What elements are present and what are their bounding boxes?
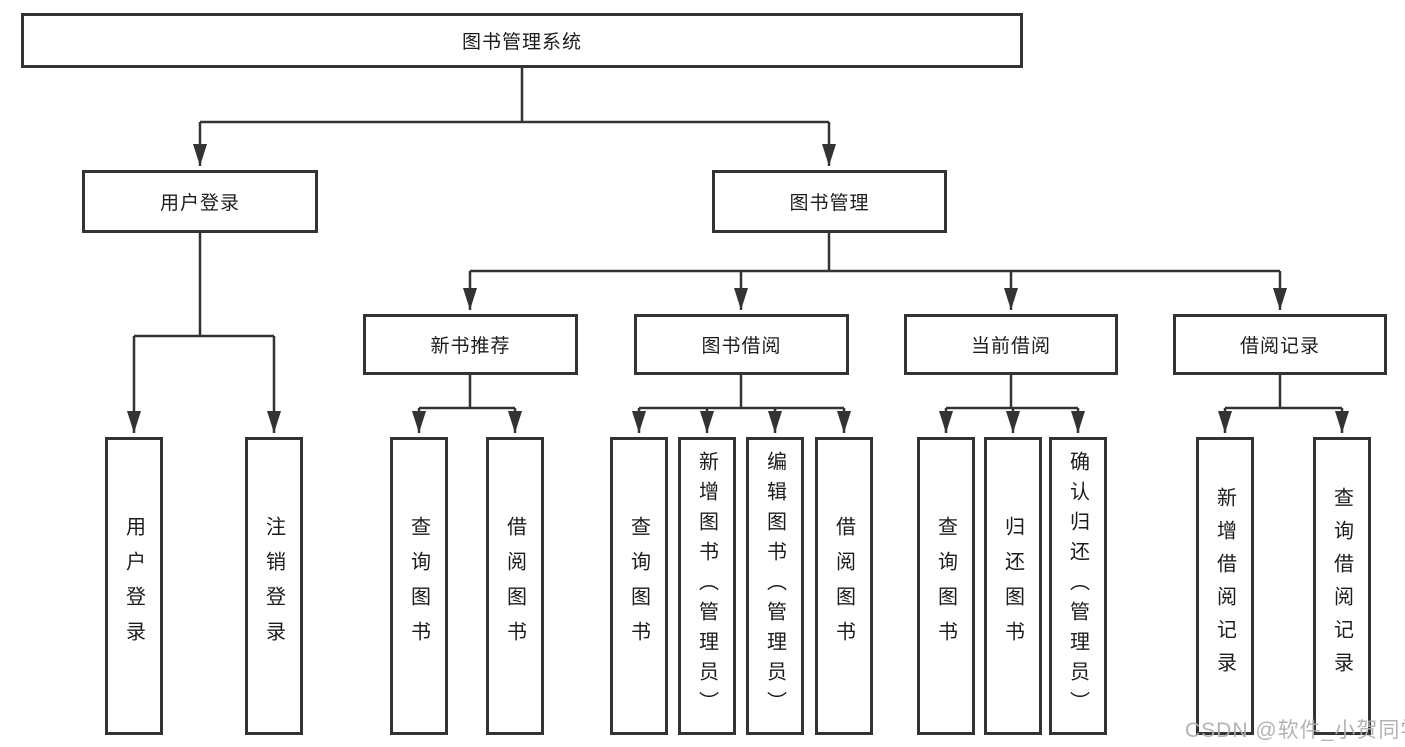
node-current-borrow-label: 当前借阅 [970,336,1051,357]
node-new-book-recommend-label: 新书推荐 [430,336,511,357]
connector-root-to-level2 [193,68,836,166]
node-root-label: 图书管理系统 [461,32,582,53]
node-user-login: 用户登录 [82,170,318,233]
node-book-borrow: 图书借阅 [634,314,849,375]
csdn-watermark: CSDN @软件_小贺同学 [1185,719,1405,742]
leaf-current-return-book-label: 归还图书 [1001,516,1024,656]
node-borrow-records-label: 借阅记录 [1239,336,1320,357]
leaf-borrow-edit-book-admin-label: 编辑图书（管理员） [763,451,786,721]
leaf-recommend-query-book-label: 查询图书 [407,516,430,656]
node-root-system: 图书管理系统 [21,13,1023,68]
leaf-logout-label: 注销登录 [262,516,285,656]
connector-book-management-branch [463,233,1287,310]
leaf-recommend-query-book: 查询图书 [390,437,448,735]
node-current-borrow: 当前借阅 [904,314,1118,375]
leaf-records-query-record-label: 查询借阅记录 [1330,487,1353,685]
leaf-logout: 注销登录 [245,437,303,735]
connector-records-branch [1218,375,1349,433]
connector-borrow-branch [632,375,851,433]
leaf-current-confirm-return-admin-label: 确认归还（管理员） [1066,451,1089,721]
node-book-management-label: 图书管理 [789,193,870,214]
leaf-current-return-book: 归还图书 [984,437,1042,735]
leaf-borrow-query-book-label: 查询图书 [627,516,650,656]
node-book-borrow-label: 图书借阅 [701,336,782,357]
leaf-recommend-borrow-book-label: 借阅图书 [503,516,526,656]
leaf-borrow-add-book-admin-label: 新增图书（管理员） [695,451,718,721]
leaf-user-login: 用户登录 [105,437,163,735]
leaf-user-login-label: 用户登录 [122,516,145,656]
leaf-current-query-book-label: 查询图书 [934,516,957,656]
connector-recommend-branch [412,375,522,433]
leaf-current-query-book: 查询图书 [917,437,975,735]
node-user-login-label: 用户登录 [159,193,240,214]
connector-current-branch [939,375,1085,433]
node-borrow-records: 借阅记录 [1173,314,1387,375]
leaf-records-add-record-label: 新增借阅记录 [1213,487,1236,685]
leaf-records-query-record: 查询借阅记录 [1313,437,1371,735]
leaf-records-add-record: 新增借阅记录 [1196,437,1254,735]
node-book-management: 图书管理 [712,170,947,233]
leaf-borrow-edit-book-admin: 编辑图书（管理员） [746,437,804,735]
connector-user-login-branch [127,233,281,433]
leaf-borrow-borrow-book-label: 借阅图书 [832,516,855,656]
leaf-borrow-query-book: 查询图书 [610,437,668,735]
leaf-recommend-borrow-book: 借阅图书 [486,437,544,735]
node-new-book-recommend: 新书推荐 [363,314,578,375]
leaf-borrow-add-book-admin: 新增图书（管理员） [678,437,736,735]
leaf-borrow-borrow-book: 借阅图书 [815,437,873,735]
leaf-current-confirm-return-admin: 确认归还（管理员） [1049,437,1107,735]
